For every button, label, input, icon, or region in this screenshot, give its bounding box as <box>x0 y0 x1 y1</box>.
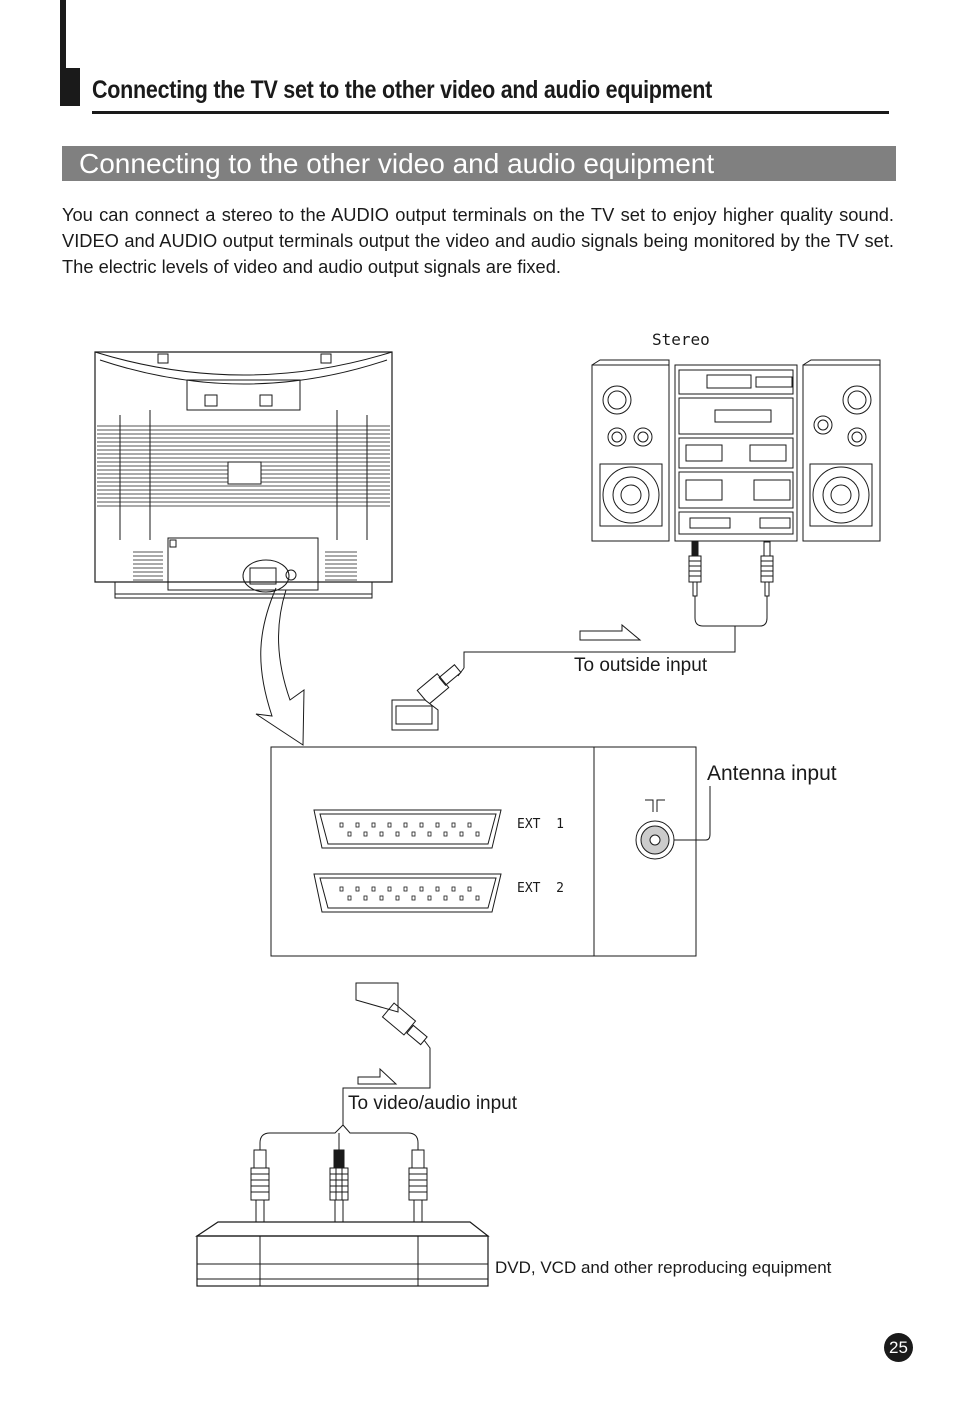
dvd-player-illustration <box>195 1221 490 1287</box>
arrow-to-video <box>357 1067 398 1085</box>
rca-plugs-stereo <box>463 541 774 668</box>
page-number-badge: 25 <box>884 1333 913 1362</box>
intro-paragraph: You can connect a stereo to the AUDIO ou… <box>62 204 894 277</box>
edge-block <box>60 68 80 106</box>
rca-plugs-dvd <box>250 1124 428 1223</box>
dvd-equipment-label: DVD, VCD and other reproducing equipment <box>495 1258 832 1277</box>
stereo-illustration <box>591 359 881 542</box>
tv-side-vents <box>133 551 357 581</box>
main-heading: Connecting the TV set to the other video… <box>92 76 712 104</box>
section-title: Connecting to the other video and audio … <box>79 148 715 179</box>
ext2-port <box>313 873 502 913</box>
edge-bar <box>60 0 66 106</box>
scart-plug-upper <box>391 664 465 731</box>
tv-rear-illustration <box>94 351 393 599</box>
scart-plug-lower <box>342 982 431 1125</box>
curved-arrow <box>255 587 305 746</box>
video-audio-input-label: To video/audio input <box>348 1093 518 1114</box>
antenna-input-label: Antenna input <box>707 762 837 785</box>
stereo-label: Stereo <box>652 330 710 349</box>
outside-input-label: To outside input <box>574 655 708 676</box>
terminal-panel <box>270 746 711 957</box>
ext1-port <box>313 809 502 849</box>
ext2-label: EXT 2 <box>517 881 564 896</box>
arrow-to-outside <box>579 623 642 641</box>
antenna-icon <box>645 799 665 812</box>
heading-rule <box>92 111 889 114</box>
section-band <box>62 146 896 181</box>
ext1-label: EXT 1 <box>517 817 564 832</box>
